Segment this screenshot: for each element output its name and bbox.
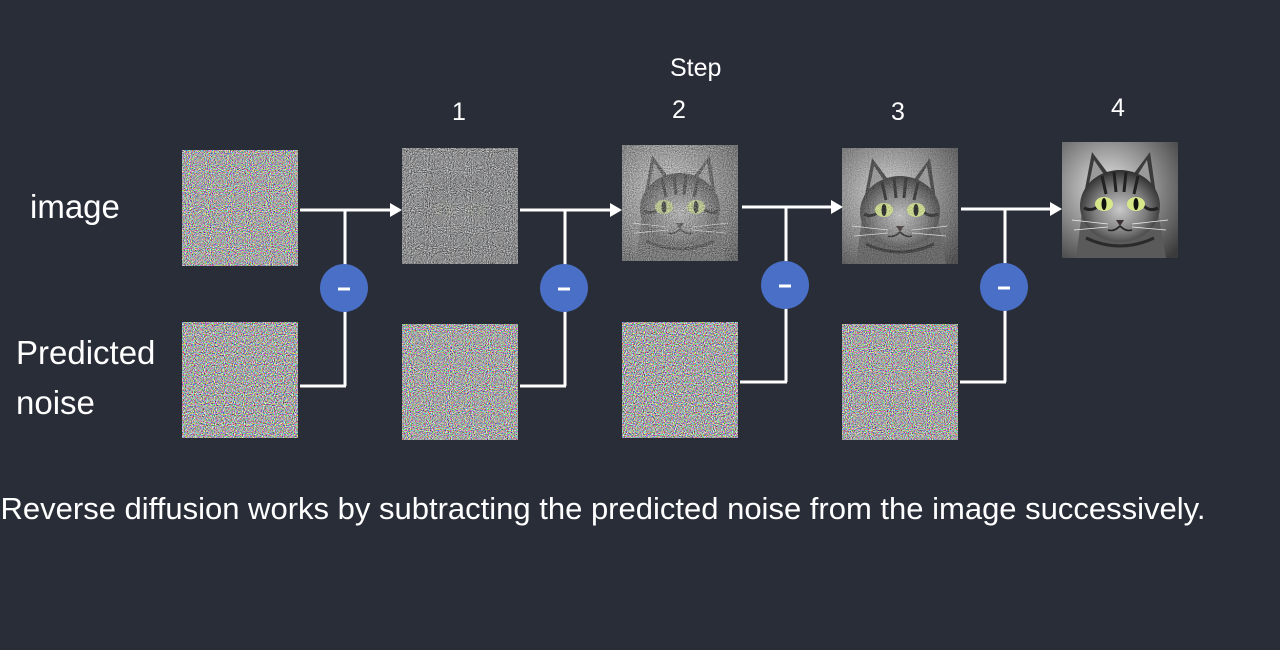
arrowhead-4 <box>1050 202 1062 216</box>
arrowhead-3 <box>831 200 843 214</box>
predicted-noise-row-label-line1: Predicted <box>16 334 156 371</box>
image-step-0-tile <box>182 150 298 266</box>
step-label-2: 2 <box>672 96 686 124</box>
step-axis-title: Step <box>670 54 722 82</box>
minus-operator-3 <box>761 261 809 309</box>
arrowhead-2 <box>610 203 622 217</box>
minus-operator-1 <box>320 264 368 312</box>
image-step-1-tile <box>400 146 520 266</box>
image-step-3-tile <box>840 146 960 266</box>
diagram-caption: Reverse diffusion works by subtracting t… <box>0 491 1206 526</box>
minus-operator-2 <box>540 264 588 312</box>
predicted-noise-tile-3 <box>622 322 738 438</box>
image-step-2-tile <box>620 143 740 263</box>
image-step-4-tile <box>1060 140 1180 260</box>
predicted-noise-tile-4 <box>842 324 958 440</box>
predicted-noise-tile-1 <box>182 322 298 438</box>
step-label-3: 3 <box>891 98 905 126</box>
minus-operator-4 <box>980 263 1028 311</box>
step-label-4: 4 <box>1111 94 1125 122</box>
arrowhead-1 <box>390 203 402 217</box>
predicted-noise-tile-2 <box>402 324 518 440</box>
image-row-label: image <box>30 188 120 225</box>
predicted-noise-row-label-line2: noise <box>16 384 95 421</box>
step-label-1: 1 <box>452 98 466 126</box>
arrowheads <box>390 200 1062 217</box>
